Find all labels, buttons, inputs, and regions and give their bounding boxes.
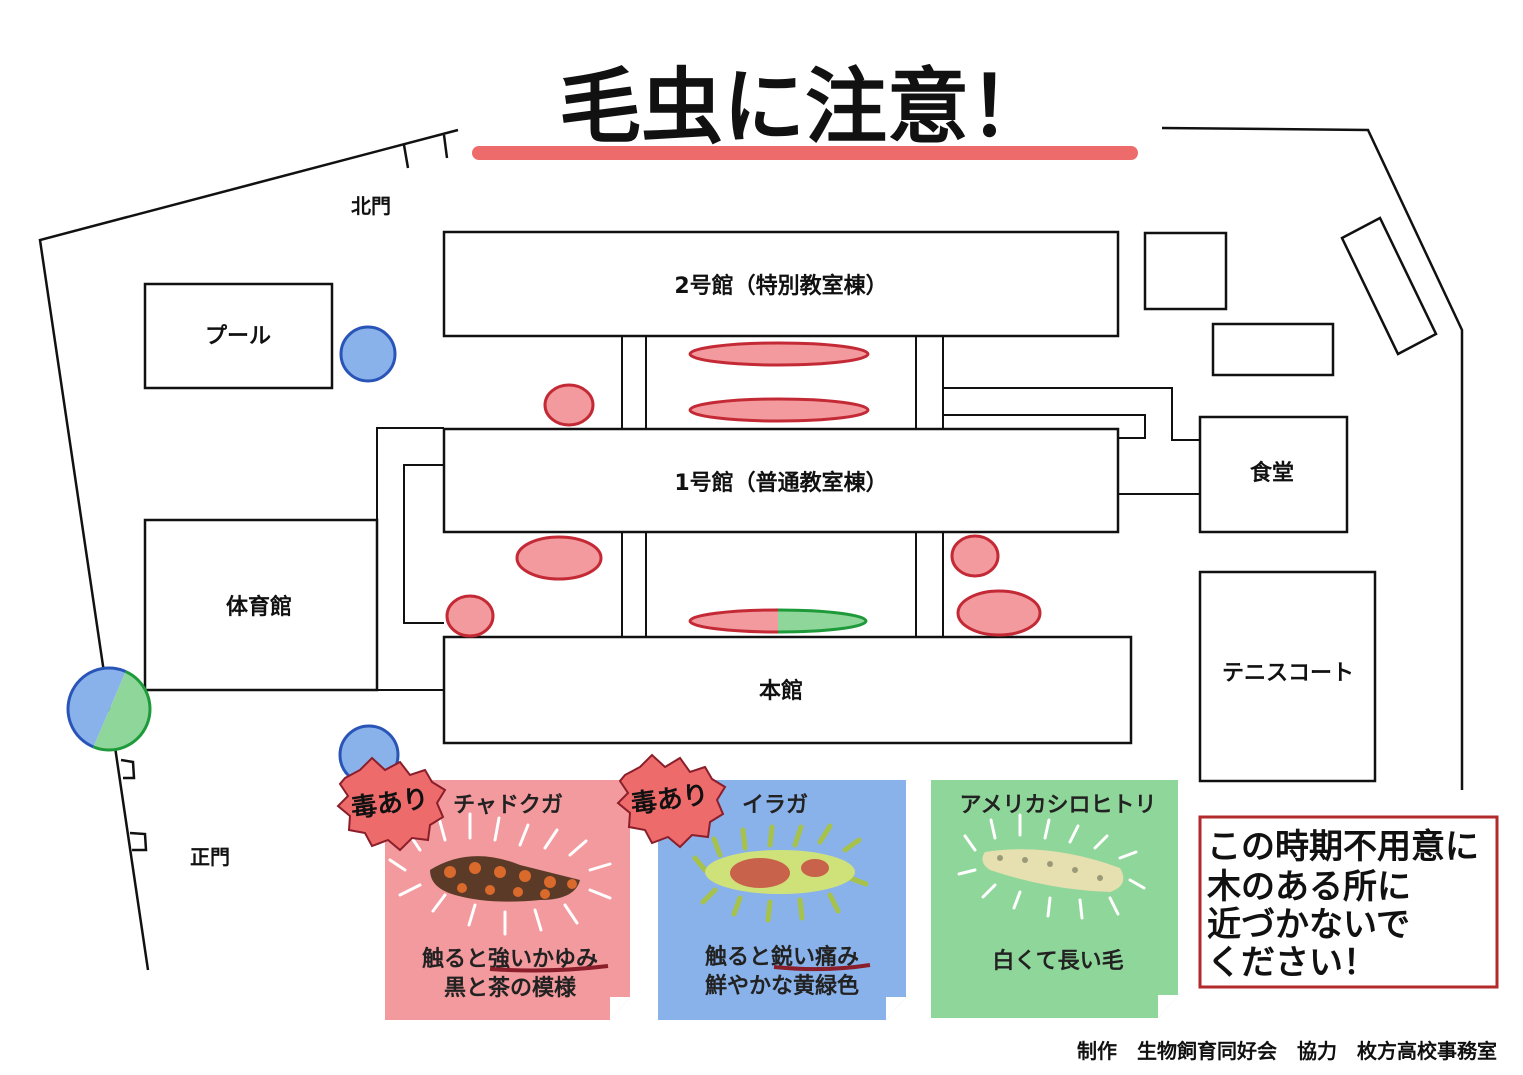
gym — [143, 518, 379, 692]
spot-mixed-green — [778, 608, 868, 634]
card-iraga: イラガ 触ると鋭い痛み 鮮やかな黄緑色 — [658, 780, 906, 1020]
card-iraga-underline — [773, 963, 871, 972]
tennis-court — [1198, 570, 1377, 783]
main-hall — [442, 635, 1133, 745]
card-chadokuga-desc2: 黒と茶の模様 — [444, 975, 577, 1001]
card-chadokuga-name: チャドクガ — [453, 793, 563, 818]
card-chadokuga-underline — [489, 964, 609, 973]
card-awm-bg — [931, 780, 1178, 1018]
buildings — [143, 216, 1438, 783]
title-group: 毛虫に注意！ — [472, 60, 1138, 160]
card-awm-name: アメリカシロヒトリ — [960, 793, 1157, 818]
tennis-label: テニスコート — [1222, 661, 1354, 686]
spot-blue-1 — [339, 325, 397, 383]
walkways — [376, 336, 1200, 691]
card-chadokuga-fold — [610, 997, 630, 1020]
card-chadokuga: チャドクガ 触ると強いかゆみ 黒と茶の模様 — [385, 780, 630, 1020]
building-2 — [442, 230, 1120, 338]
caterpillar-chadokuga-icon — [388, 812, 612, 936]
cafeteria-label: 食堂 — [1250, 460, 1294, 486]
small-building-c — [1340, 216, 1438, 356]
building-1 — [442, 427, 1120, 534]
small-building-b — [1211, 322, 1335, 377]
title-underline — [472, 146, 1138, 160]
spot-red-7 — [956, 589, 1042, 637]
pool — [143, 282, 334, 390]
cafeteria — [1198, 415, 1349, 534]
notice-line-2: 木のある所に — [1206, 867, 1411, 907]
spot-red-4 — [515, 535, 603, 581]
building-1-label: 1号館（普通教室棟） — [674, 470, 887, 496]
card-american-white-moth: アメリカシロヒトリ 白くて長い毛 — [931, 780, 1178, 1018]
page-title: 毛虫に注意！ — [559, 60, 1051, 155]
small-building-a — [1143, 231, 1228, 311]
caterpillar-awm-icon — [957, 813, 1146, 920]
card-iraga-desc2: 鮮やかな黄緑色 — [705, 973, 859, 999]
credits: 制作 生物飼育同好会 協力 枚方高校事務室 — [1077, 1039, 1497, 1063]
main-hall-label: 本館 — [759, 678, 803, 704]
gym-label: 体育館 — [226, 594, 292, 620]
notice-frame — [1198, 815, 1499, 989]
spot-red-6 — [950, 534, 1000, 578]
notice-box: この時期不用意に 木のある所に 近づかないで ください！ — [1198, 815, 1499, 989]
spot-mixed-red — [688, 608, 778, 634]
notice-line-4: ください！ — [1207, 943, 1377, 983]
caterpillar-iraga-icon — [692, 823, 869, 923]
pool-label: プール — [205, 324, 271, 349]
card-awm-desc1: 白くて長い毛 — [992, 948, 1123, 974]
north-gate-label: 北門 — [351, 194, 391, 218]
burst-icon — [616, 753, 727, 849]
burst-icon — [336, 756, 447, 852]
card-awm-fold — [1158, 995, 1178, 1018]
card-iraga-desc1: 触ると鋭い痛み — [705, 944, 859, 970]
spot-red-5 — [445, 594, 495, 638]
poison-badge-2: 毒あり — [616, 753, 727, 849]
card-iraga-bg — [658, 780, 906, 1020]
building-2-label: 2号館（特別教室棟） — [674, 273, 887, 299]
building-labels: 2号館（特別教室棟） 1号館（普通教室棟） 本館 プール 体育館 食堂 テニスコ… — [190, 194, 1354, 869]
spot-red-2 — [688, 397, 870, 423]
spot-red-3 — [543, 383, 595, 427]
notice-line-1: この時期不用意に — [1207, 827, 1479, 867]
card-iraga-name: イラガ — [742, 793, 808, 818]
card-iraga-fold — [886, 997, 906, 1020]
poison-badge-1: 毒あり — [336, 756, 447, 852]
notice-line-3: 近づかないで — [1207, 905, 1410, 945]
main-gate-label: 正門 — [190, 845, 230, 869]
spot-red-1 — [688, 341, 870, 367]
